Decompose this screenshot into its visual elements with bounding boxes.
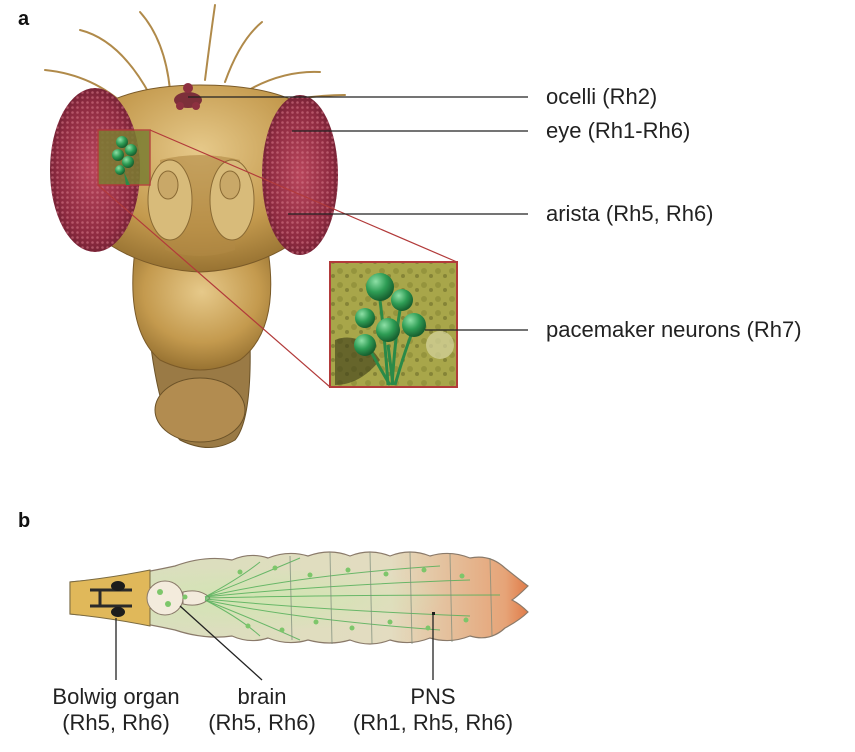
pns-label: PNS (Rh1, Rh5, Rh6)	[343, 684, 523, 736]
brain-label: brain (Rh5, Rh6)	[192, 684, 332, 736]
bolwig-organ-right	[111, 607, 125, 617]
larva	[70, 552, 528, 644]
brain-name: brain	[192, 684, 332, 710]
ocelli-label: ocelli (Rh2)	[546, 84, 657, 110]
pacemaker-label: pacemaker neurons (Rh7)	[546, 317, 802, 343]
right-compound-eye	[262, 95, 338, 255]
bolwig-organ-label: Bolwig organ (Rh5, Rh6)	[30, 684, 202, 736]
eye-label: eye (Rh1-Rh6)	[546, 118, 690, 144]
pns-rh: (Rh1, Rh5, Rh6)	[343, 710, 523, 736]
bolwig-organ-left	[111, 581, 125, 591]
pacemaker-inset	[330, 262, 457, 387]
bolwig-organ-name: Bolwig organ	[30, 684, 202, 710]
brain-rh: (Rh5, Rh6)	[192, 710, 332, 736]
bolwig-organ-rh: (Rh5, Rh6)	[30, 710, 202, 736]
pns-name: PNS	[343, 684, 523, 710]
fly-head	[45, 5, 345, 448]
arista-label: arista (Rh5, Rh6)	[546, 201, 714, 227]
